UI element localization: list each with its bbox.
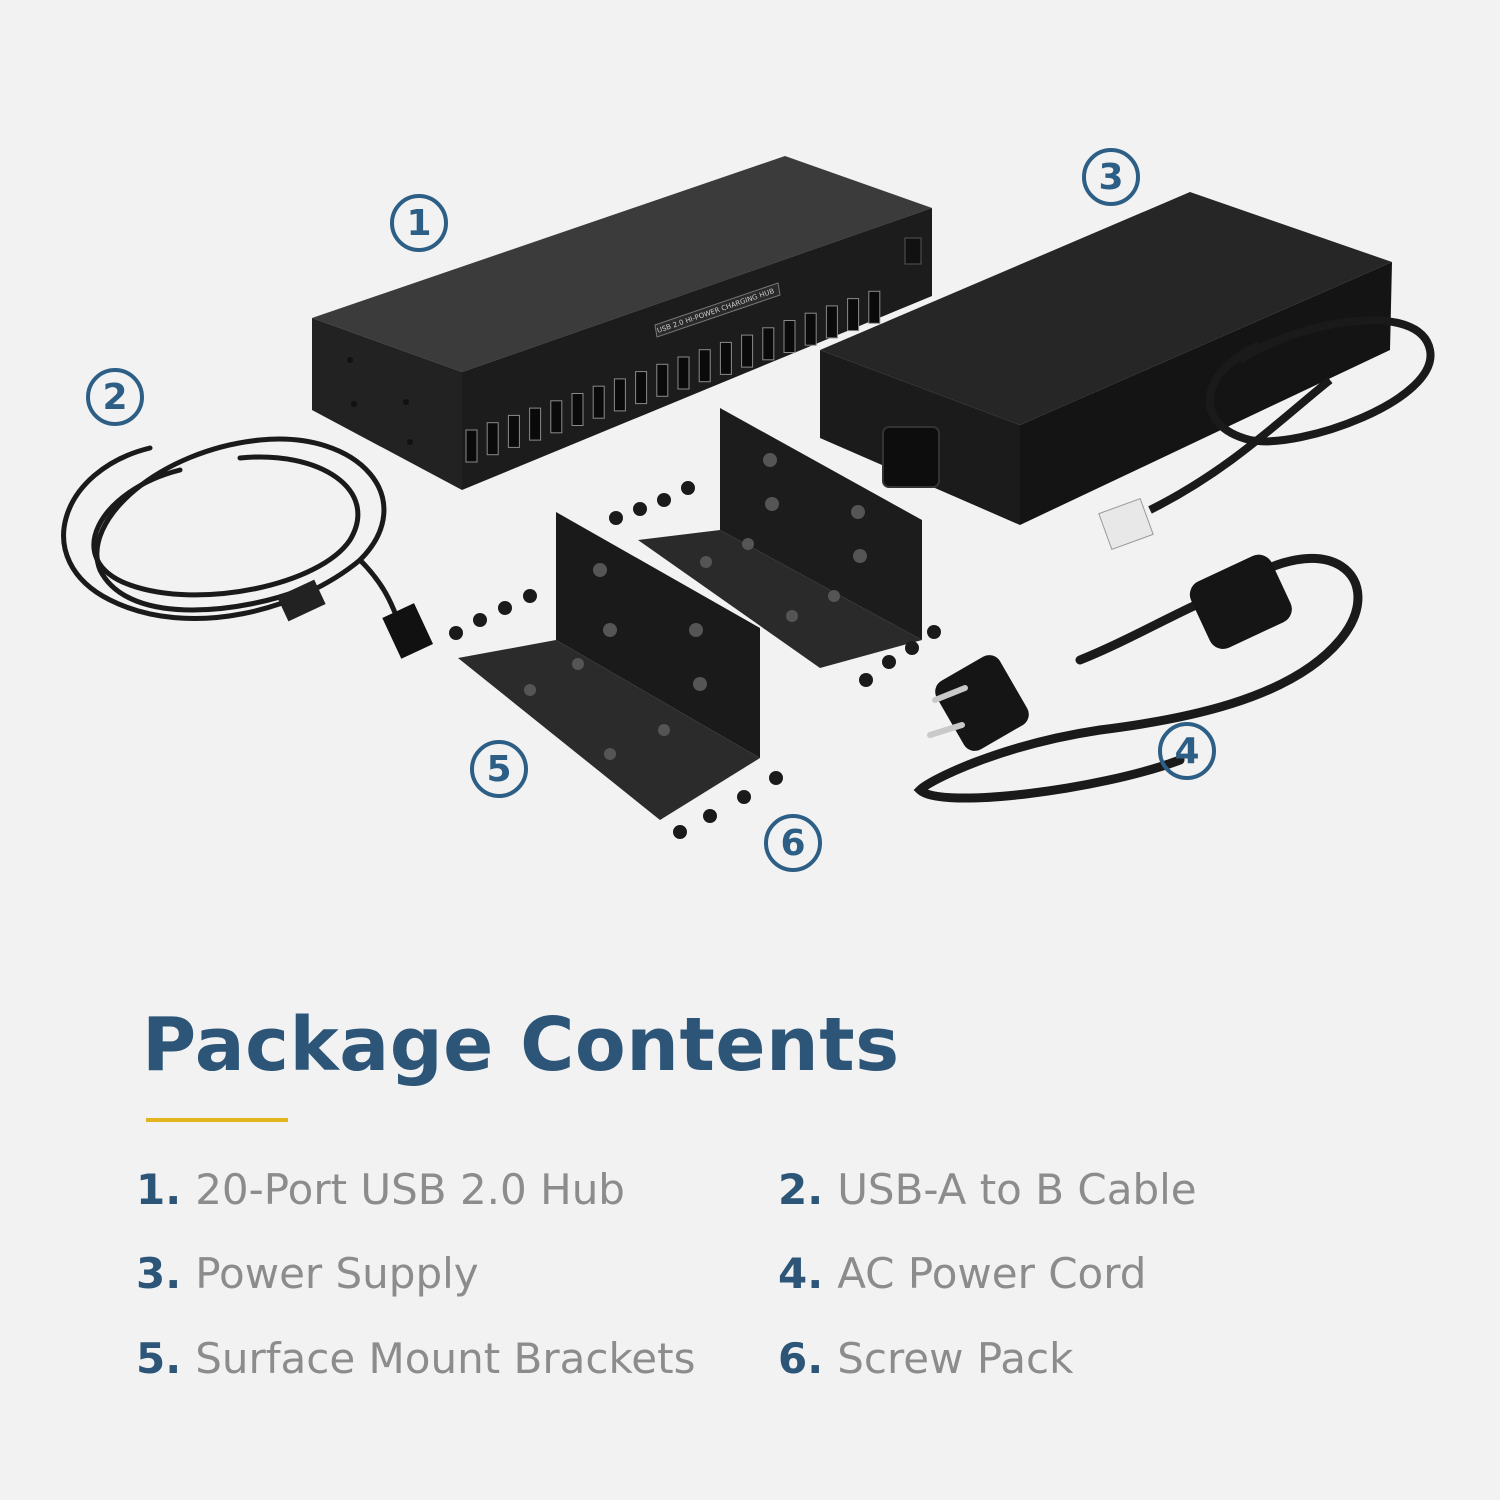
callout-5: 5 bbox=[470, 740, 528, 798]
usb-port bbox=[507, 414, 520, 448]
item-number: 1. bbox=[136, 1165, 182, 1214]
item-label: USB-A to B Cable bbox=[837, 1165, 1197, 1214]
list-item-1: 1. 20-Port USB 2.0 Hub bbox=[136, 1165, 625, 1214]
callout-3: 3 bbox=[1082, 148, 1140, 206]
brackets-image bbox=[458, 408, 922, 820]
usb-port bbox=[550, 400, 563, 434]
power-supply-image bbox=[820, 192, 1435, 551]
usb-port bbox=[571, 393, 584, 426]
usb-port bbox=[486, 422, 499, 456]
title-underline bbox=[146, 1118, 288, 1122]
usb-cable-image bbox=[61, 436, 434, 659]
item-number: 5. bbox=[136, 1334, 182, 1383]
item-number: 2. bbox=[778, 1165, 824, 1214]
usb-port bbox=[613, 378, 626, 412]
usb-port bbox=[825, 305, 838, 339]
usb-port bbox=[783, 320, 796, 353]
usb-port bbox=[868, 290, 881, 324]
list-item-2: 2. USB-A to B Cable bbox=[778, 1165, 1197, 1214]
usb-port bbox=[656, 363, 669, 397]
callout-4: 4 bbox=[1158, 722, 1216, 780]
usb-port bbox=[741, 334, 754, 368]
callout-2: 2 bbox=[86, 368, 144, 426]
usb-port bbox=[719, 341, 732, 375]
usb-port bbox=[592, 385, 605, 419]
item-number: 4. bbox=[778, 1249, 824, 1298]
screws-image bbox=[449, 481, 941, 839]
usb-port bbox=[465, 429, 478, 463]
item-number: 6. bbox=[778, 1334, 824, 1383]
list-item-3: 3. Power Supply bbox=[136, 1249, 479, 1298]
callout-1: 1 bbox=[390, 194, 448, 252]
hub-ports bbox=[465, 290, 881, 463]
ac-power-cord-image bbox=[913, 554, 1363, 803]
usb-port bbox=[698, 349, 711, 383]
usb-port bbox=[529, 407, 542, 441]
item-label: 20-Port USB 2.0 Hub bbox=[195, 1165, 625, 1214]
item-label: AC Power Cord bbox=[837, 1249, 1147, 1298]
list-item-4: 4. AC Power Cord bbox=[778, 1249, 1146, 1298]
usb-port bbox=[847, 298, 860, 332]
usb-port bbox=[635, 371, 648, 405]
usb-port bbox=[677, 356, 690, 390]
usb-port bbox=[762, 327, 775, 361]
list-item-5: 5. Surface Mount Brackets bbox=[136, 1334, 695, 1383]
item-label: Power Supply bbox=[195, 1249, 479, 1298]
usb-hub-image: USB 2.0 HI-POWER CHARGING HUB bbox=[312, 156, 932, 490]
page-title: Package Contents bbox=[142, 1002, 900, 1088]
item-number: 3. bbox=[136, 1249, 182, 1298]
product-photo: USB 2.0 HI-POWER CHARGING HUB bbox=[61, 156, 1435, 839]
item-label: Surface Mount Brackets bbox=[195, 1334, 696, 1383]
list-item-6: 6. Screw Pack bbox=[778, 1334, 1073, 1383]
item-label: Screw Pack bbox=[837, 1334, 1074, 1383]
usb-port bbox=[804, 312, 817, 346]
callout-6: 6 bbox=[764, 814, 822, 872]
